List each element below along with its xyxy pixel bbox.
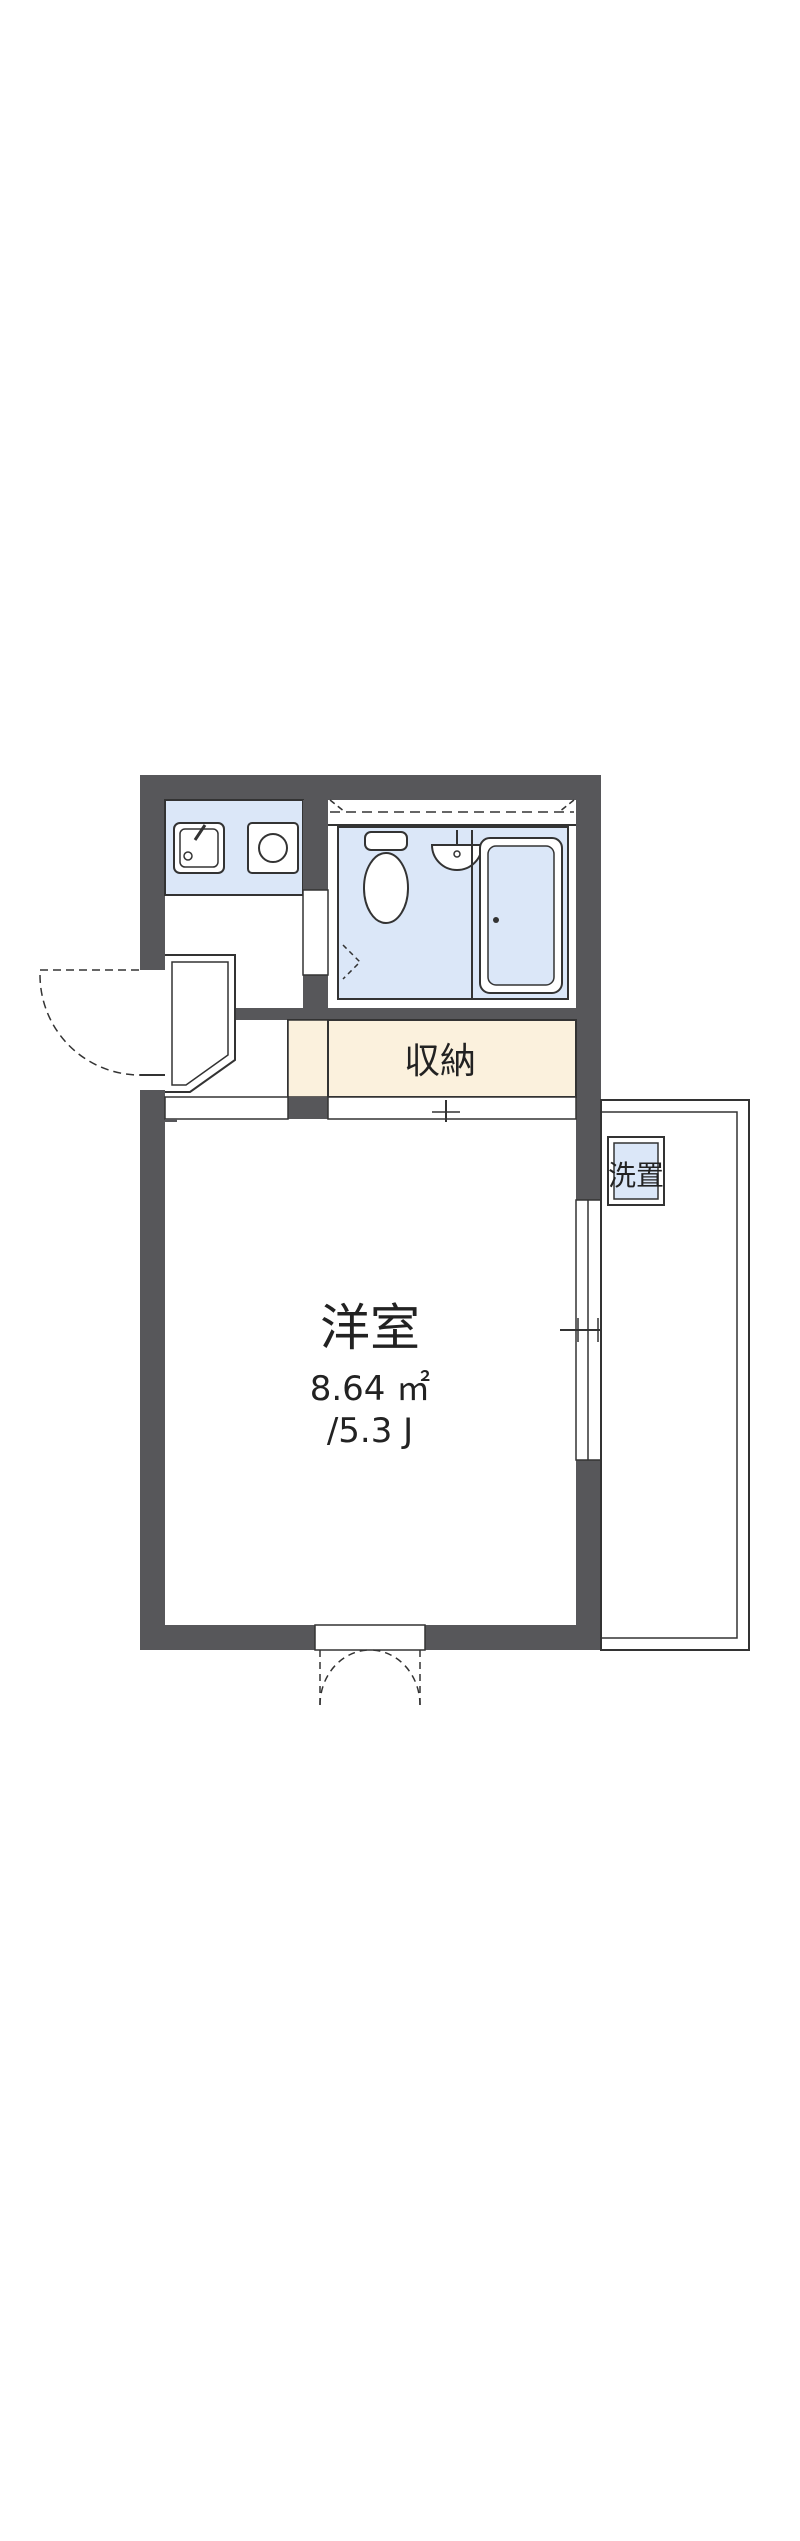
storage-room: 収納	[287, 1019, 577, 1098]
western-room: 洋室 8.64 ㎡ /5.3 J	[165, 1122, 576, 1625]
western-room-area-jo: /5.3 J	[327, 1411, 413, 1451]
toilet-icon	[363, 831, 409, 924]
stove-icon	[247, 822, 299, 874]
washer-space: 洗置	[607, 1136, 665, 1206]
bathtub-icon	[479, 837, 563, 994]
entrance	[39, 954, 236, 1093]
washer-space-label: 洗置	[608, 1159, 664, 1192]
bottom-window	[314, 1624, 426, 1706]
storage-label: 収納	[404, 1041, 476, 1082]
western-room-label: 洋室	[320, 1299, 420, 1357]
balcony-window	[560, 1199, 612, 1461]
western-room-area-m2: 8.64 ㎡	[310, 1369, 431, 1409]
kitchen-area	[164, 799, 304, 896]
sink-icon	[173, 822, 225, 874]
unit-bath	[328, 799, 576, 1008]
